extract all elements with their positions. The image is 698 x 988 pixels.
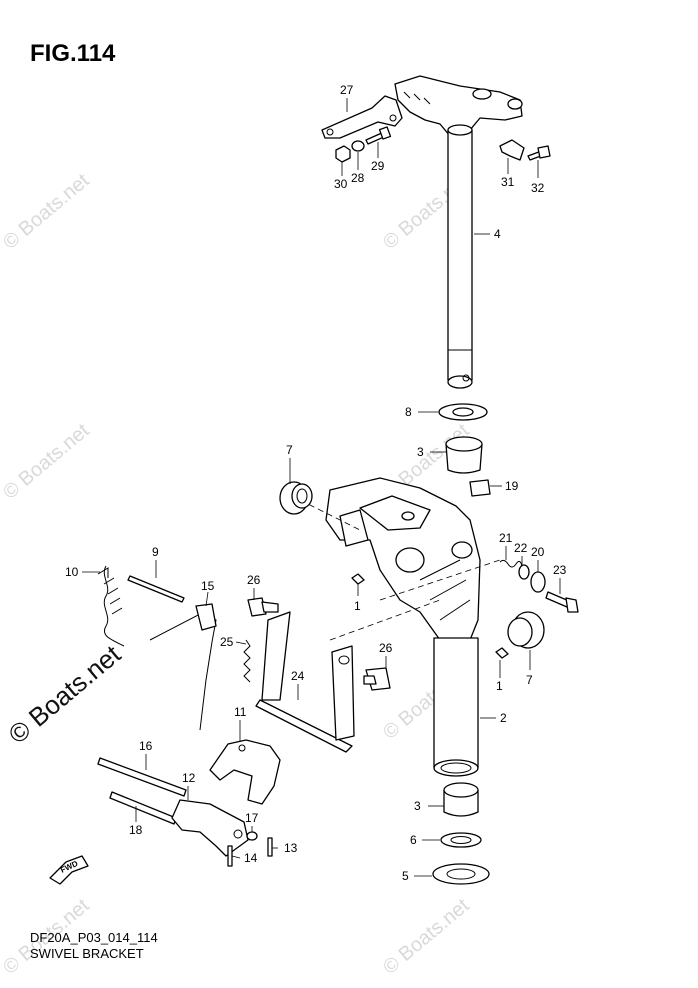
part-26-bolt-lower — [363, 667, 391, 691]
callout-5: 5 — [402, 869, 409, 883]
callout-29: 29 — [371, 159, 385, 173]
part-3-bushing-upper — [445, 436, 483, 474]
part-24-tilt-lever — [255, 611, 355, 753]
part-10-spring — [97, 565, 125, 647]
callout-17: 17 — [245, 811, 259, 825]
assembly-line-3 — [299, 499, 361, 531]
part-17-washer — [246, 831, 258, 841]
part-9-pin — [127, 575, 185, 603]
part-16-pin — [97, 757, 187, 797]
part-11-clamp — [209, 739, 281, 805]
part-22-washer — [518, 564, 530, 580]
callout-23: 23 — [553, 563, 567, 577]
part-1-grease-nipple-right — [495, 647, 509, 659]
callout-1-left: 1 — [354, 599, 361, 613]
callout-19: 19 — [505, 479, 519, 493]
assembly-line-2 — [379, 559, 501, 601]
callout-6: 6 — [410, 833, 417, 847]
watermark-3: © Boats.net — [0, 419, 94, 503]
callout-31: 31 — [501, 175, 515, 189]
callout-3-upper: 3 — [417, 445, 424, 459]
callout-28: 28 — [351, 171, 365, 185]
part-21-spring — [499, 559, 523, 568]
part-1-grease-nipple-left — [351, 573, 365, 585]
part-26-bolt-upper — [247, 597, 279, 617]
part-18-pin — [109, 791, 177, 825]
callout-22: 22 — [514, 541, 528, 555]
steering-handle-bracket — [394, 75, 523, 137]
callout-4: 4 — [494, 227, 501, 241]
callout-14: 14 — [244, 851, 258, 865]
callout-labels: 27 29 28 30 31 32 4 8 3 19 7 9 10 15 26 … — [65, 83, 567, 883]
callout-24: 24 — [291, 669, 305, 683]
part-13-pin — [267, 837, 273, 857]
part-28-washer — [351, 140, 365, 152]
callout-12: 12 — [182, 771, 196, 785]
callout-11: 11 — [234, 705, 247, 719]
callout-27: 27 — [340, 83, 354, 97]
callout-2: 2 — [500, 711, 507, 725]
callout-21: 21 — [499, 531, 513, 545]
watermark-7: © Boats.net — [379, 894, 474, 978]
callout-10: 10 — [65, 565, 79, 579]
part-31-clip — [499, 139, 525, 161]
part-5-washer — [432, 863, 490, 885]
part-6-washer — [440, 832, 482, 848]
part-3-bushing-lower — [443, 782, 479, 817]
part-25-spring — [243, 639, 251, 683]
figure-title: FIG.114 — [30, 40, 116, 67]
callout-26-upper: 26 — [247, 573, 261, 587]
callout-7-right: 7 — [526, 673, 533, 687]
callout-1-right: 1 — [496, 679, 503, 693]
callout-13: 13 — [284, 841, 298, 855]
part-27-bracket — [321, 95, 403, 139]
callout-20: 20 — [531, 545, 545, 559]
figure-name: SWIVEL BRACKET — [30, 946, 144, 961]
callout-9: 9 — [152, 545, 159, 559]
part-4-steering-shaft — [447, 129, 473, 385]
callout-15: 15 — [201, 579, 215, 593]
callout-7-left: 7 — [286, 443, 293, 457]
callout-3-lower: 3 — [414, 799, 421, 813]
callout-16: 16 — [139, 739, 153, 753]
part-2-swivel-bracket — [325, 477, 481, 777]
figure-code: DF20A_P03_014_114 — [30, 930, 158, 945]
part-7-bushing-right — [507, 611, 545, 649]
part-15-rod — [149, 603, 217, 731]
callout-18: 18 — [129, 823, 143, 837]
steering-bracket-assembly — [321, 75, 551, 389]
callout-8: 8 — [405, 405, 412, 419]
part-14-pin — [227, 845, 233, 867]
part-7-bushing-left — [279, 481, 313, 515]
part-19-pad — [469, 479, 491, 497]
leader-lines — [82, 98, 561, 877]
watermark-prominent: © Boats.net — [3, 639, 127, 750]
part-20-knob — [530, 571, 546, 593]
fwd-arrow-icon: FWD — [49, 855, 89, 885]
callout-30: 30 — [334, 177, 348, 191]
part-30-nut — [335, 145, 351, 163]
part-12-bracket — [171, 799, 249, 857]
callout-25: 25 — [220, 635, 234, 649]
callout-26-lower: 26 — [379, 641, 393, 655]
callout-32: 32 — [531, 181, 545, 195]
watermark-1: © Boats.net — [0, 169, 94, 253]
